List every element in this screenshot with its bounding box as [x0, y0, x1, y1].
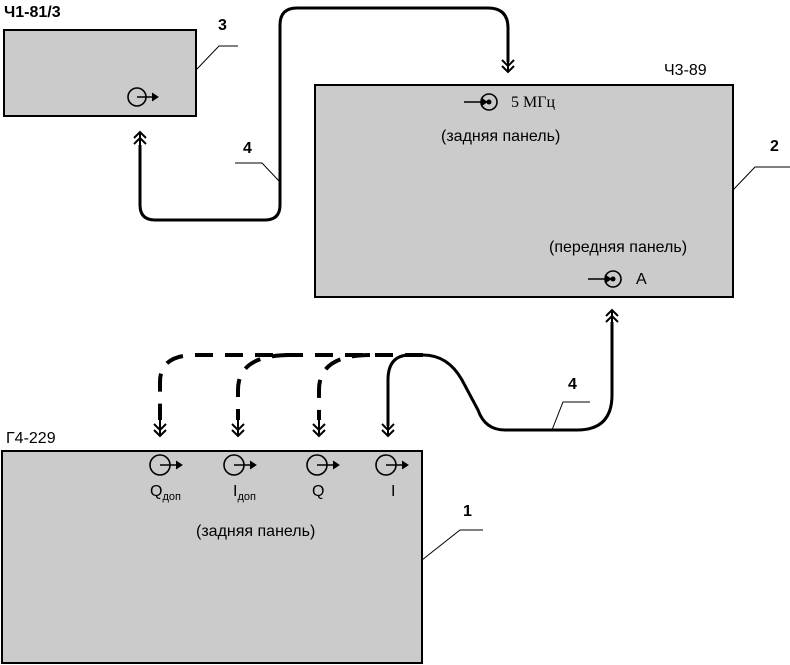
g4-device-name: Г4-229 [6, 430, 56, 447]
dashed-cable-idop [236, 353, 291, 420]
cable-end-arrow-a [605, 309, 619, 329]
ch1-output-connector-icon [127, 87, 159, 107]
cable-end-arrow-q [312, 417, 326, 437]
ch3-a-port-label: А [636, 271, 647, 288]
callout-leader-1 [421, 529, 483, 561]
g4-idop-connector-icon [223, 454, 257, 476]
g4-qdop-connector-icon [149, 454, 183, 476]
callout-number-3: 3 [218, 17, 227, 34]
ch3-front-panel-label: (передняя панель) [549, 239, 687, 256]
ch3-89-device-box [314, 84, 734, 298]
dashed-cable-qdop [158, 353, 423, 420]
callout-number-2: 2 [770, 138, 779, 155]
ch3-device-name: Ч3-89 [664, 62, 707, 79]
callout-number-1: 1 [463, 503, 472, 520]
cable-number-right: 4 [568, 376, 577, 393]
g4-q-port-label: Q [312, 483, 324, 500]
ch1-81-device-box [3, 29, 197, 117]
g4-rear-panel-label: (задняя панель) [196, 523, 315, 540]
callout-leader-2 [732, 166, 790, 191]
g4-i-port-label: I [391, 483, 395, 500]
g4-idop-port-label: Iдоп [233, 483, 256, 503]
g4-q-connector-icon [306, 454, 340, 476]
cable-end-arrow-ch1 [133, 131, 147, 151]
cable-end-arrow-5mhz [501, 53, 515, 73]
cable-ch3-g4 [386, 322, 614, 432]
cable-end-arrow-qdop [153, 417, 167, 437]
g4-i-connector-icon [375, 454, 409, 476]
ch3-5mhz-connector-icon [464, 93, 498, 111]
ch3-a-connector-icon [588, 270, 622, 288]
cable-end-arrow-i [381, 417, 395, 437]
ch1-device-name: Ч1-81/3 [4, 4, 61, 21]
ch3-5mhz-port-label: 5 МГц [511, 94, 555, 111]
ch3-rear-panel-label: (задняя панель) [441, 128, 560, 145]
g4-229-device-box [1, 450, 423, 664]
cable-number-left: 4 [243, 140, 252, 157]
cable-end-arrow-idop [231, 417, 245, 437]
dashed-cable-q [317, 353, 371, 420]
cable-leader-4-right [551, 401, 590, 431]
callout-leader-3 [195, 45, 238, 71]
cable-ch1-ch3 [138, 6, 510, 222]
g4-qdop-port-label: Qдоп [150, 483, 181, 503]
cable-leader-4-left [235, 162, 281, 183]
